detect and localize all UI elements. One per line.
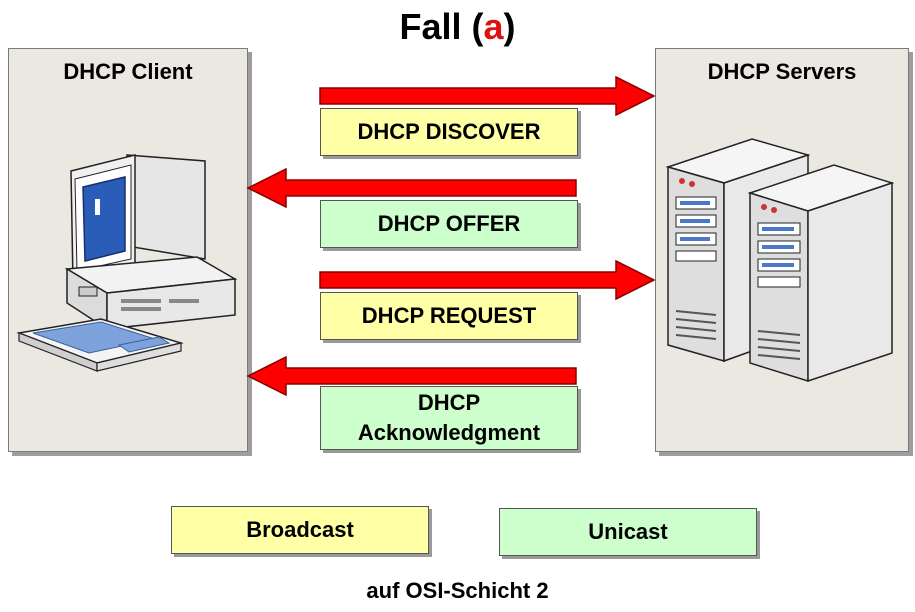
message-dhcp-offer: DHCP OFFER [320,200,578,248]
message-dhcp-discover-label: DHCP DISCOVER [357,119,541,144]
message-dhcp-acknowledgment-line2: Acknowledgment [357,420,541,445]
client-label: DHCP Client [63,59,193,84]
page-title: Fall (a) [0,6,915,48]
message-dhcp-acknowledgment-line1: DHCP [417,390,481,415]
message-dhcp-discover: DHCP DISCOVER [320,108,578,156]
message-dhcp-offer-label: DHCP OFFER [377,211,521,236]
client-panel: DHCP Client [8,48,248,452]
client-computer-icon [16,154,238,372]
legend-unicast-label: Unicast [588,519,668,544]
legend-broadcast: Broadcast [171,506,429,554]
caption: auf OSI-Schicht 2 [366,578,549,603]
servers-label: DHCP Servers [707,59,857,84]
message-dhcp-request: DHCP REQUEST [320,292,578,340]
legend-unicast: Unicast [499,508,757,556]
title-main: Fall [399,6,462,47]
arrow-left-acknowledgment [246,355,577,397]
title-close-paren: ) [503,6,516,47]
arrow-right-request [319,259,656,301]
title-letter: a [483,6,504,47]
message-dhcp-acknowledgment: DHCP Acknowledgment [320,386,578,450]
arrow-left-offer [246,167,577,209]
legend-broadcast-label: Broadcast [246,517,354,542]
message-dhcp-request-label: DHCP REQUEST [361,303,537,328]
servers-icon [665,138,895,383]
title-open-paren: ( [471,6,484,47]
arrow-right-discover [319,75,656,117]
servers-panel: DHCP Servers [655,48,909,452]
